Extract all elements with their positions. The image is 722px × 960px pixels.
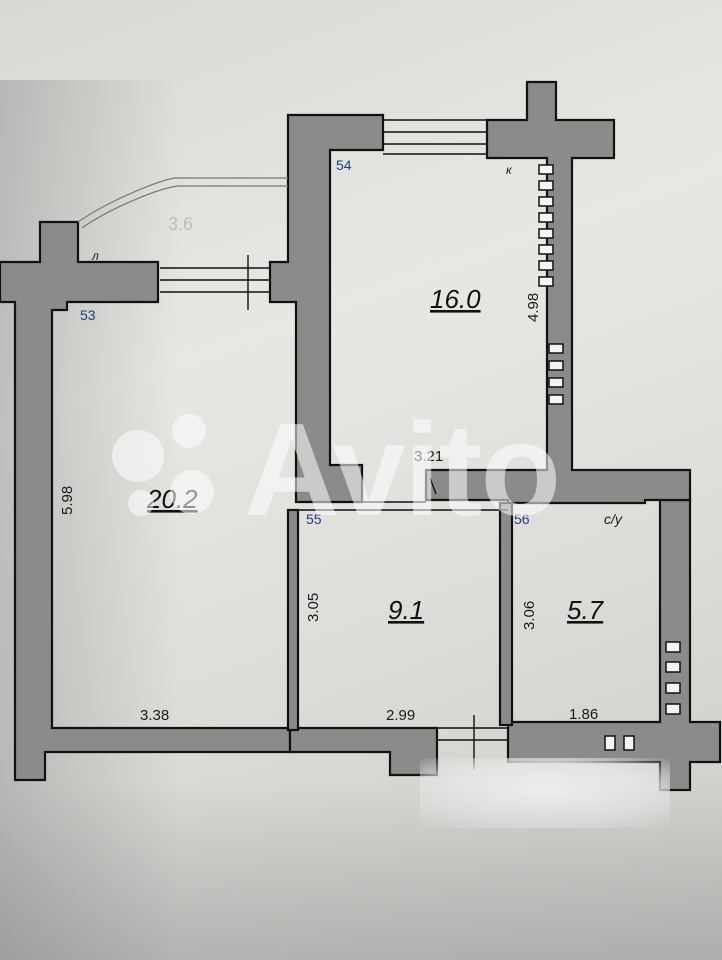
window-balcony: [160, 267, 270, 293]
room-54-width: 3.21: [414, 448, 443, 465]
window-kitchen-top: [383, 119, 487, 155]
wall-kitchen-right: [424, 80, 692, 505]
photo-shadow-bottom: [0, 780, 722, 960]
room-54-length: 4.98: [525, 293, 542, 322]
room-56-length: 3.06: [521, 601, 538, 630]
torn-paper-area: [420, 758, 670, 828]
balcony-outline: [77, 177, 288, 229]
avito-logo-dots-icon: [110, 410, 230, 530]
avito-watermark: Avito: [110, 395, 561, 545]
room-56-area: 5.7: [567, 595, 605, 625]
ventilation-ducts: [538, 164, 681, 751]
room-55-area: 9.1: [388, 595, 424, 625]
wall-partition-55-56: [498, 501, 514, 727]
balcony-area-label: 3.6: [168, 214, 193, 234]
wall-bottom-middle: [288, 726, 439, 777]
room-54-number: 54: [336, 157, 352, 173]
room-54-area: 16.0: [430, 284, 481, 314]
wall-partition-53-55: [286, 508, 300, 732]
room-56-number: 56: [514, 511, 530, 527]
door-bottom: [437, 727, 508, 741]
room-53-width: 3.38: [140, 707, 169, 724]
bathroom-mark: с/у: [604, 511, 623, 527]
room-56-width: 1.86: [569, 706, 598, 723]
room-55-width: 2.99: [386, 707, 415, 724]
room-53-number: 53: [80, 307, 96, 323]
avito-watermark-text: Avito: [244, 396, 561, 543]
balcony-mark: л: [91, 249, 99, 263]
room-55-number: 55: [306, 511, 322, 527]
kitchen-mark: к: [506, 163, 513, 177]
room-53-length: 5.98: [59, 486, 76, 515]
room-55-length: 3.05: [305, 593, 322, 622]
door-opening-55: [296, 501, 508, 511]
